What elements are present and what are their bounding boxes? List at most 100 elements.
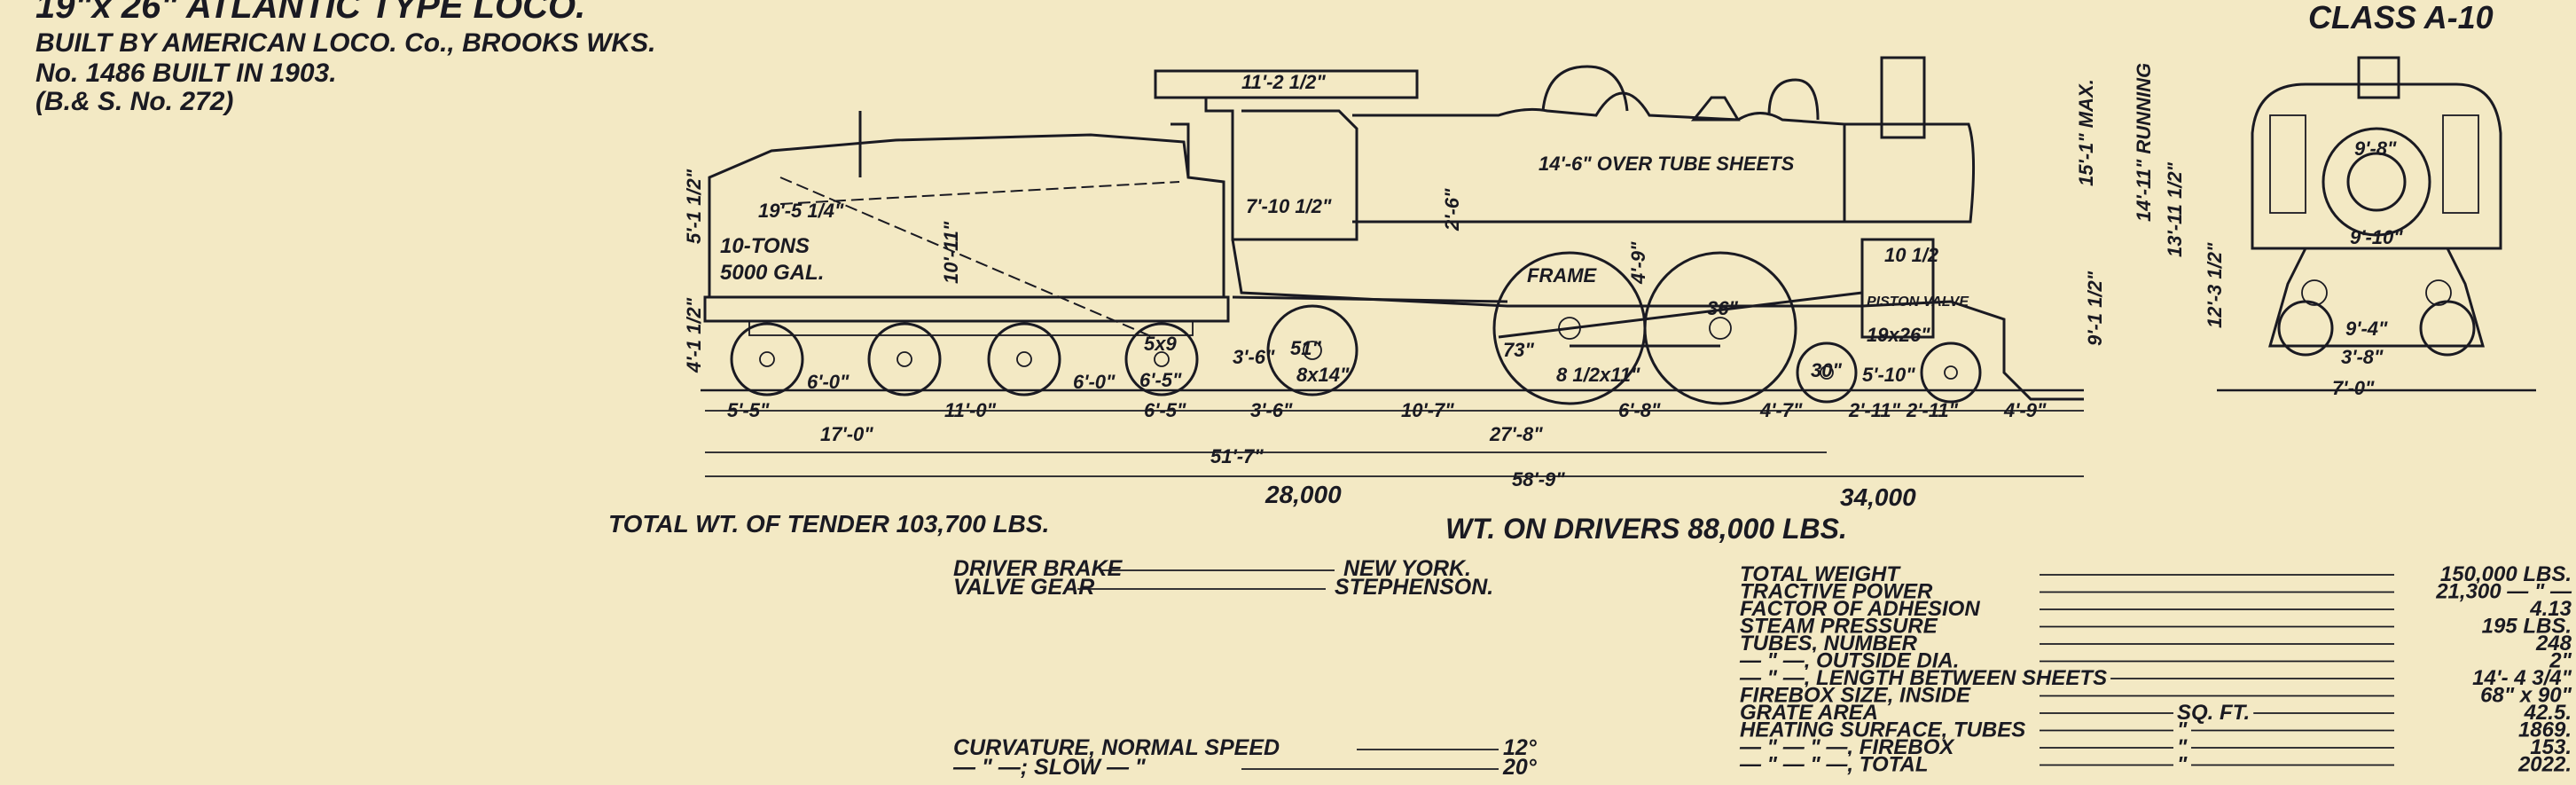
- engine-truck-weight: 34,000: [1840, 483, 1916, 511]
- dim-label: 58'-9": [1512, 468, 1565, 491]
- spec-unit: ": [2177, 735, 2188, 759]
- dim-label: 10'-7": [1401, 399, 1454, 421]
- dimension-labels: 19'-5 1/4" 5'-1 1/2" 4'-1 1/2" 10'-11" 1…: [683, 71, 2403, 491]
- class-label: CLASS A-10: [2308, 0, 2494, 35]
- dim-label: 3'-6": [1233, 346, 1275, 368]
- spec-value: 153.: [2530, 735, 2572, 759]
- curvature-value: 12°: [1503, 735, 1538, 760]
- dim-label: 9'-1 1/2": [2084, 271, 2106, 346]
- dim-label: 2'-6": [1441, 188, 1463, 232]
- dim-label: 2'-11": [1848, 399, 1901, 421]
- dim-label: 4'-9": [2003, 399, 2047, 421]
- dim-label: 11'-2 1/2": [1241, 71, 1326, 93]
- spec-value: 248: [2535, 632, 2572, 655]
- spec-value: NEW YORK.: [1343, 556, 1471, 581]
- spec-label: — " — " —, TOTAL: [1739, 753, 1929, 777]
- spec-value: 195 LBS.: [2482, 615, 2572, 639]
- dim-label: 19x26": [1867, 324, 1930, 346]
- dim-label: 8x14": [1296, 364, 1350, 386]
- dim-label: 19'-5 1/4": [758, 200, 844, 222]
- dim-label: 9'-8": [2354, 137, 2397, 160]
- dim-label: 6'-5": [1144, 399, 1186, 421]
- dim-label: 5'-10": [1862, 364, 1915, 386]
- locomotive-drawing: FRAME PISTON VALVE 14'-6" OVER TUBE SHEE…: [701, 56, 2155, 405]
- spec-row: TOTAL WEIGHT 150,000 LBS.: [1736, 562, 2575, 586]
- trailing-axle-weight: 28,000: [1265, 481, 1342, 508]
- frame-label: FRAME: [1527, 264, 1598, 287]
- dim-label: 9'-4": [2345, 318, 2388, 340]
- tender-drawing: 10-TONS 5000 GAL.: [703, 111, 1230, 396]
- dim-label: 10 1/2: [1884, 244, 1939, 266]
- spec-value: 14'- 4 3/4": [2472, 666, 2572, 690]
- spec-value: 1869.: [2518, 718, 2572, 742]
- curvature-specs: CURVATURE, NORMAL SPEED 12° — " —; SLOW …: [952, 735, 1538, 780]
- spec-label: VALVE GEAR: [953, 575, 1094, 600]
- dim-label: 10'-11": [940, 221, 962, 284]
- dim-label: 51": [1290, 337, 1321, 359]
- over-tube-sheets-label: 14'-6" OVER TUBE SHEETS: [1539, 153, 1795, 175]
- spec-row: TUBES, NUMBER 248: [1736, 632, 2576, 655]
- dim-label: 13'-11 1/2": [2164, 161, 2186, 257]
- title-block: 19"x 26" ATLANTIC TYPE LOCO. BUILT BY AM…: [35, 0, 655, 116]
- title-builder: BUILT BY AMERICAN LOCO. Co., BROOKS WKS.: [35, 28, 655, 58]
- spec-value: 2": [2549, 649, 2572, 673]
- spec-row: — " —, LENGTH BETWEEN SHEETS 14'- 4 3/4": [1735, 666, 2576, 690]
- spec-label: GRATE AREA: [1740, 701, 1878, 725]
- title-main: 19"x 26" ATLANTIC TYPE LOCO.: [35, 0, 585, 26]
- dim-label: 73": [1503, 339, 1534, 361]
- dim-label: 3'-8": [2341, 346, 2384, 368]
- dim-label: 6'-0": [807, 371, 850, 393]
- misc-specs: DRIVER BRAKE NEW YORK. VALVE GEAR STEPHE…: [953, 556, 1493, 600]
- spec-value: 21,300 — " —: [2435, 580, 2572, 604]
- spec-unit: SQ. FT.: [2177, 701, 2250, 725]
- spec-label: TUBES, NUMBER: [1740, 632, 1918, 655]
- spec-row: TRACTIVE POWER 21,300 — " —: [1736, 580, 2576, 604]
- spec-row: HEATING SURFACE, TUBES"1869.: [1736, 718, 2575, 742]
- dim-label: 11'-0": [944, 399, 997, 421]
- spec-row: STEAM PRESSURE 195 LBS.: [1736, 615, 2575, 639]
- spec-label: STEAM PRESSURE: [1740, 615, 1938, 639]
- dim-label: 4'-9": [1627, 241, 1649, 285]
- tender-capacity-tons: 10-TONS: [720, 234, 810, 258]
- tender-total-weight: TOTAL WT. OF TENDER 103,700 LBS.: [608, 510, 1049, 538]
- spec-label: FIREBOX SIZE, INSIDE: [1740, 684, 1971, 708]
- curvature-label: — " —; SLOW — ": [952, 755, 1147, 780]
- spec-label: TRACTIVE POWER: [1740, 580, 1933, 604]
- dim-label: 4'-7": [1759, 399, 1803, 421]
- title-bs-number: (B.& S. No. 272): [35, 87, 233, 116]
- dimension-lines: [705, 389, 2518, 477]
- front-view-drawing: [2217, 56, 2536, 392]
- curvature-value: 20°: [1502, 755, 1538, 780]
- dim-label: 12'-3 1/2": [2204, 242, 2226, 328]
- dim-label: 51'-7": [1210, 445, 1264, 467]
- dim-label: 27'-8": [1489, 423, 1543, 445]
- dim-label: 7'-0": [2332, 377, 2375, 399]
- dim-label: 5'-5": [727, 399, 770, 421]
- spec-label: — " — " —, FIREBOX: [1739, 735, 1955, 759]
- spec-label: FACTOR OF ADHESION: [1740, 597, 1980, 621]
- spec-label: TOTAL WEIGHT: [1740, 562, 1901, 586]
- dim-label: 6'-5": [1139, 369, 1182, 391]
- running-height-label: 14'-11" RUNNING: [2133, 63, 2155, 222]
- max-height-label: 15'-1" MAX.: [2075, 79, 2097, 186]
- dim-label: 6'-8": [1618, 399, 1661, 421]
- spec-unit: ": [2177, 718, 2188, 742]
- spec-value: STEPHENSON.: [1335, 575, 1493, 600]
- spec-value: 150,000 LBS.: [2440, 562, 2572, 586]
- dim-label: 2'-11": [1906, 399, 1959, 421]
- dim-label: 3'-6": [1250, 399, 1293, 421]
- dim-label: 4'-1 1/2": [683, 297, 705, 373]
- spec-label: — " —, LENGTH BETWEEN SHEETS: [1739, 666, 2107, 690]
- spec-value: 2022.: [2517, 753, 2572, 777]
- weight-on-drivers: WT. ON DRIVERS 88,000 LBS.: [1445, 513, 1847, 545]
- tender-capacity-gallons: 5000 GAL.: [720, 261, 824, 285]
- dim-label: 6'-0": [1073, 371, 1116, 393]
- spec-unit: ": [2177, 753, 2188, 777]
- dim-label: 36": [1707, 297, 1738, 319]
- spec-row: — " — " —, TOTAL " 2022.: [1735, 753, 2575, 777]
- dim-label: 17'-0": [820, 423, 873, 445]
